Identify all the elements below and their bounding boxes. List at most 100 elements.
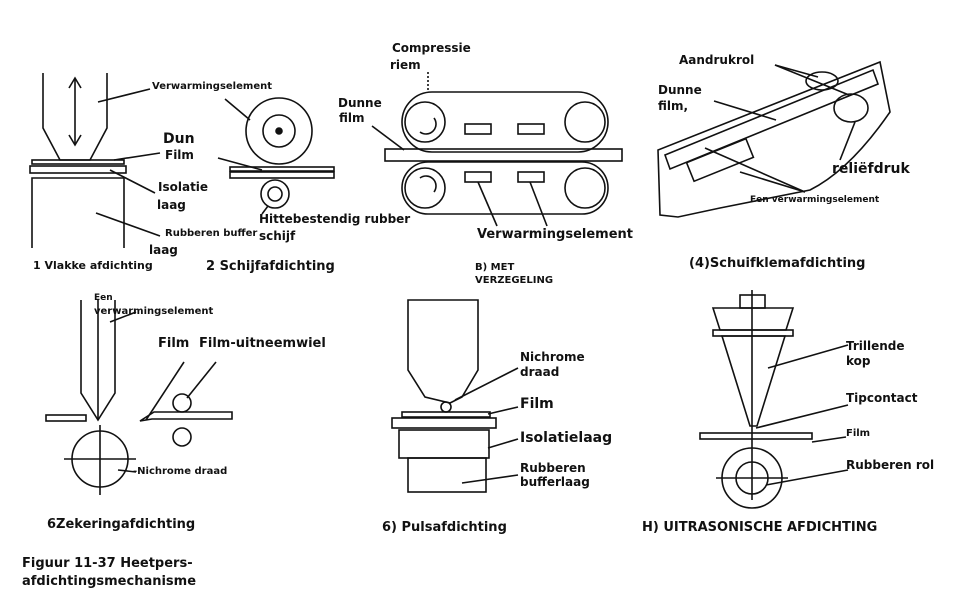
- leader: [774, 64, 819, 78]
- label-head: kop: [846, 354, 871, 368]
- leader: [117, 469, 137, 473]
- label-insulation: Isolatie: [158, 180, 209, 194]
- film-sheet: [657, 60, 891, 218]
- take-up-wheel-bottom: [172, 427, 192, 447]
- rubber-buffer: [31, 177, 125, 248]
- top-belt: [401, 91, 609, 153]
- leader: [95, 212, 161, 237]
- base-plate: [229, 171, 335, 179]
- rotation-arrow: [419, 175, 437, 193]
- leader: [97, 88, 151, 103]
- arrow-head-up: [68, 76, 82, 89]
- rubber-buffer-upper: [398, 429, 490, 459]
- label-pressure-roller: Aandrukrol: [679, 53, 755, 67]
- label-layer: laag: [157, 198, 186, 212]
- leader: [487, 438, 519, 449]
- film-right: [139, 411, 233, 422]
- panel-impulse-sealing-drawing: [391, 299, 519, 493]
- panel-title-impulse-sealing: 6) Pulsafdichting: [382, 520, 507, 535]
- heated-disc-outer: [245, 97, 313, 165]
- label-rubber: Rubberen: [520, 461, 586, 475]
- thin-film: [31, 159, 125, 165]
- label-tip-contact: Tipcontact: [846, 391, 918, 405]
- label-insulation-layer: Isolatielaag: [520, 430, 613, 446]
- embossing-roller: [833, 93, 869, 123]
- leader: [109, 311, 137, 323]
- bottom-belt: [401, 161, 609, 215]
- insulation-layer: [29, 165, 127, 174]
- panel-sliding-clamp-drawing: [657, 60, 891, 218]
- leader: [811, 436, 847, 443]
- nichrome-wire: [440, 401, 452, 413]
- panel-disc-sealing-drawing: [217, 97, 335, 215]
- label-film: film: [339, 111, 365, 125]
- horn-flange: [712, 329, 794, 337]
- label-film: Film: [520, 396, 554, 412]
- rubber-disc-outer: [260, 179, 290, 209]
- pressure-roller: [805, 71, 839, 91]
- leader: [224, 98, 251, 121]
- insulation-layer: [391, 417, 497, 429]
- panel-belt-sealing-drawing: [371, 72, 623, 227]
- top-pulley-left: [404, 101, 446, 143]
- rotation-arrow: [419, 117, 437, 135]
- film-layer: [699, 432, 813, 440]
- label-embossing: reliëfdruk: [832, 161, 910, 177]
- panel-fuse-sealing-drawing: [45, 300, 233, 495]
- label-film: Film: [158, 336, 190, 351]
- heating-block: [517, 123, 545, 135]
- panel-title-belt-sealing-b: VERZEGELING: [475, 275, 554, 286]
- label-film: film,: [658, 99, 689, 113]
- film-layer: [401, 411, 491, 418]
- panel-title-fuse-sealing: 6Zekeringafdichting: [47, 517, 196, 532]
- label-wire: draad: [520, 365, 560, 379]
- leader: [839, 121, 856, 161]
- heating-element-bar: [685, 137, 755, 183]
- figure-caption-line2: afdichtingsmechanisme: [22, 574, 197, 589]
- leader: [765, 469, 849, 486]
- take-up-wheel-top: [172, 393, 192, 413]
- leader: [713, 100, 777, 121]
- arrow-head-down: [68, 134, 82, 147]
- label-film: Film: [846, 428, 871, 439]
- film-left: [45, 414, 87, 422]
- leader: [739, 171, 806, 193]
- heated-disc-hub: [275, 127, 283, 135]
- label-heating-element: Verwarmingselement: [477, 227, 633, 242]
- label-layer: laag: [149, 243, 178, 257]
- label-nichrome: Nichrome: [520, 350, 585, 364]
- leader: [487, 406, 519, 415]
- leader: [755, 404, 849, 429]
- film-layer: [229, 166, 335, 172]
- leader: [704, 147, 806, 193]
- vibrating-horn: [720, 335, 787, 427]
- label-thin: Dun: [163, 131, 195, 147]
- label-thin: Dunne: [338, 96, 382, 110]
- rubber-buffer-lower: [407, 457, 487, 493]
- top-pulley-right: [564, 101, 606, 143]
- panel-title-flat-sealing: 1 Vlakke afdichting: [33, 259, 153, 272]
- heating-block: [464, 123, 492, 135]
- panel-title-sliding-clamp: (4)Schuifklemafdichting: [689, 256, 866, 271]
- leader: [774, 64, 850, 96]
- panel-title-ultrasonic-sealing: H) UITRASONISCHE AFDICHTING: [642, 520, 878, 535]
- label-compression: Compressie: [392, 41, 471, 55]
- leader: [261, 205, 269, 215]
- label-take-up-wheel: Film-uitneemwiel: [199, 336, 326, 351]
- heating-block: [464, 171, 492, 183]
- label-rubber-roll: Rubberen rol: [846, 458, 935, 472]
- leader: [767, 344, 849, 369]
- label-thin: Dunne: [658, 83, 702, 97]
- guide-rail: [663, 68, 880, 171]
- film-strip: [384, 148, 623, 162]
- bottom-pulley-left: [404, 167, 446, 209]
- panel-ultrasonic-sealing-drawing: [699, 290, 849, 509]
- label-heating-b: verwarmingselement: [94, 306, 214, 317]
- label-buffer-layer: bufferlaag: [520, 475, 590, 489]
- leader: [454, 367, 519, 401]
- label-rubber-buffer: Rubberen buffer: [165, 228, 258, 239]
- figure-caption-line1: Figuur 11-37 Heetpers-: [22, 556, 193, 571]
- heating-jaw: [407, 299, 479, 404]
- label-belt: riem: [390, 58, 421, 72]
- heated-disc-inner: [262, 114, 296, 148]
